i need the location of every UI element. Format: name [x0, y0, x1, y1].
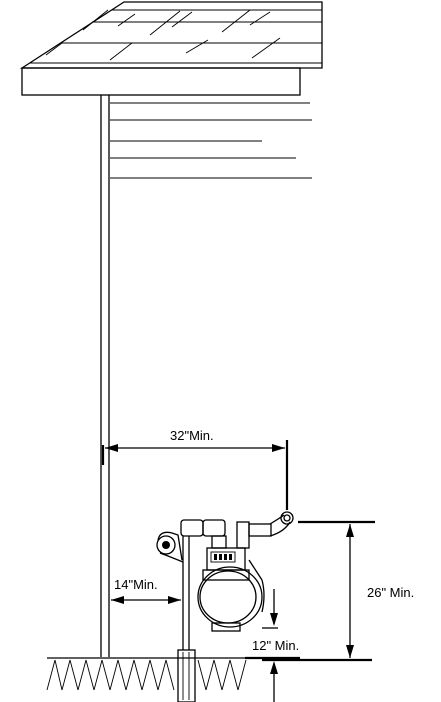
label-26-min: 26" Min.: [367, 585, 414, 600]
ground: [46, 656, 300, 691]
label-14-min: 14"Min.: [114, 577, 158, 592]
label-12-min: 12" Min.: [252, 638, 299, 653]
label-32-min: 32"Min.: [170, 428, 214, 443]
dimension-32: [101, 440, 289, 510]
meter-inlet-pipe: [180, 519, 227, 560]
dimension-12: [262, 589, 278, 702]
roof-shingles: [19, 1, 323, 69]
gas-meter: [197, 547, 265, 632]
riser-pipe: [177, 560, 196, 702]
dimension-26: [262, 520, 375, 662]
wall-siding: [110, 102, 312, 179]
roof-fascia: [21, 67, 301, 96]
gas-regulator: [156, 531, 184, 563]
meter-outlet-pipe: [236, 511, 294, 549]
dimension-14: [111, 596, 181, 604]
building-wall: [100, 95, 110, 657]
